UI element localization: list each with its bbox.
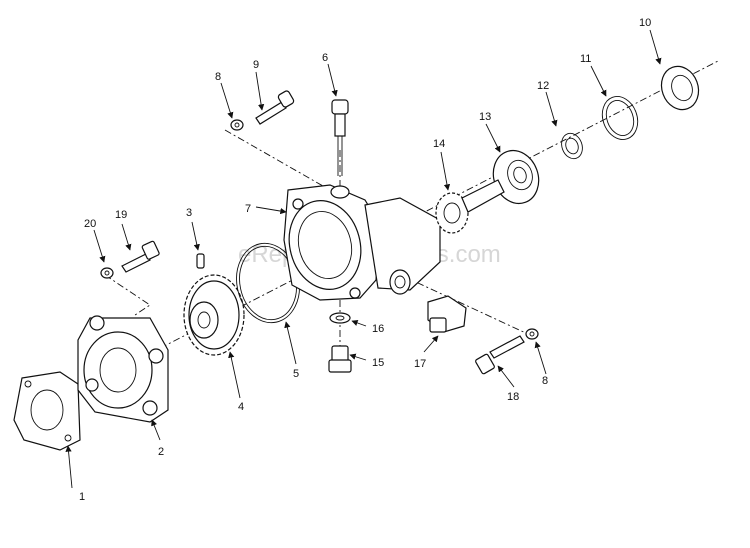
callout-2: 2 — [158, 446, 164, 458]
callout-20: 20 — [84, 218, 96, 230]
callout-5: 5 — [293, 368, 299, 380]
callout-10: 10 — [639, 17, 651, 29]
callout-19: 19 — [115, 209, 127, 221]
part-8-washer-top — [230, 119, 244, 131]
callout-7: 7 — [245, 203, 251, 215]
callout-labels: 1 2 3 4 5 6 7 8 8 9 10 11 12 13 14 15 16… — [79, 17, 651, 503]
callout-3: 3 — [186, 207, 192, 219]
part-7-housing — [283, 184, 441, 301]
part-13-bearing — [492, 149, 540, 205]
part-17-fill-plug — [427, 295, 467, 333]
part-18-bolt — [475, 335, 525, 375]
part-10-seal — [660, 65, 700, 111]
callout-15: 15 — [372, 357, 384, 369]
part-1-gasket — [13, 371, 81, 451]
callout-11: 11 — [580, 53, 591, 65]
part-6-vent — [331, 99, 349, 176]
callout-14: 14 — [433, 138, 445, 150]
part-19-bolt — [121, 240, 160, 273]
part-11-snap-ring — [601, 96, 639, 140]
part-9-bolt-top — [255, 90, 295, 125]
part-8-washer-bottom — [525, 328, 539, 340]
part-14-pinion — [435, 179, 505, 234]
callout-8-bottom: 8 — [542, 375, 548, 387]
callout-4: 4 — [238, 401, 244, 413]
part-3-pin — [196, 253, 205, 269]
callout-1: 1 — [79, 491, 85, 503]
leader-arrows — [65, 29, 662, 489]
callout-13: 13 — [479, 111, 491, 123]
callout-18: 18 — [507, 391, 519, 403]
callout-6: 6 — [322, 52, 328, 64]
part-20-washer — [100, 267, 114, 279]
callout-16: 16 — [372, 323, 384, 335]
part-15-drain-plug — [328, 345, 352, 373]
part-4-gear — [183, 274, 245, 356]
part-16-washer — [329, 312, 351, 324]
callout-9: 9 — [253, 59, 259, 71]
part-12-retaining-ring — [561, 132, 583, 160]
part-2-cover — [77, 315, 169, 423]
callout-17: 17 — [414, 358, 426, 370]
callout-8-top: 8 — [215, 71, 221, 83]
callout-12: 12 — [537, 80, 549, 92]
